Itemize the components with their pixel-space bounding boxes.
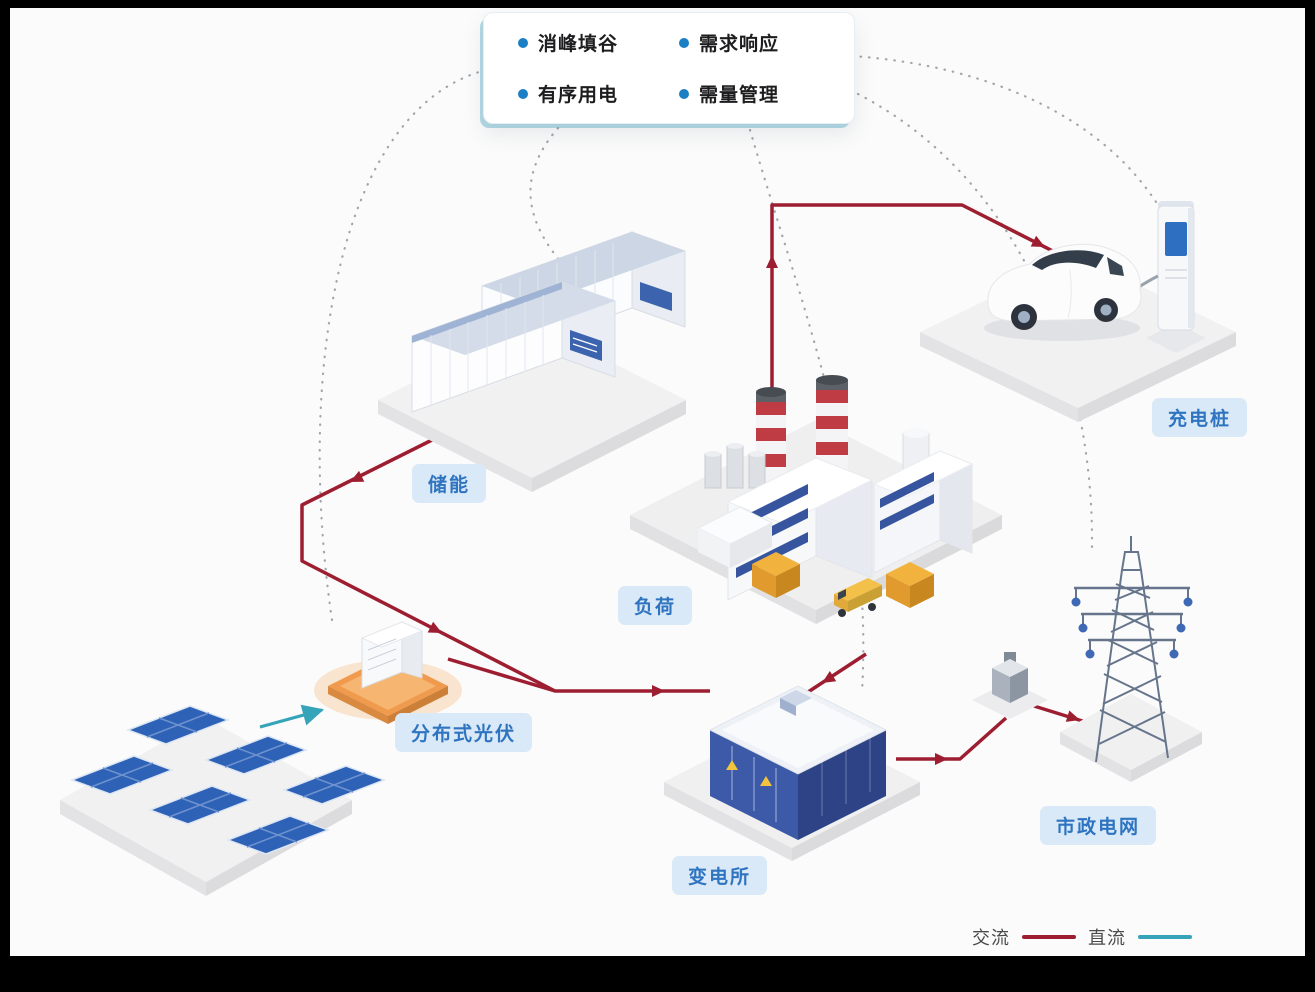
dotted-link-pv	[318, 68, 488, 622]
diagram-canvas: 消峰填谷 需求响应 有序用电 需量管理 储能 充电桩 负荷 分布式光伏 变电所 …	[10, 8, 1305, 956]
legend-ac-line	[1022, 935, 1076, 939]
node-label-substation: 变电所	[672, 856, 768, 895]
inverter-box-icon	[360, 621, 424, 689]
ac-line-factory-substation	[801, 652, 867, 698]
node-label-storage: 储能	[412, 464, 487, 503]
dotted-link-storage	[529, 126, 568, 270]
ac-line-inverter-join	[447, 657, 556, 693]
substation-illustration	[664, 685, 920, 861]
legend-ac-label: 交流	[972, 928, 1010, 948]
feature-item: 需求响应	[679, 29, 840, 56]
legend-dc-line	[1138, 935, 1192, 939]
storage-container-front	[411, 281, 616, 413]
storage-illustration	[378, 231, 686, 492]
node-label-load: 负荷	[618, 586, 693, 625]
bullet-icon	[679, 37, 689, 48]
solar-panel-icon	[69, 705, 387, 855]
transmission-tower-icon	[1074, 536, 1190, 763]
feature-label: 需求响应	[699, 34, 780, 55]
feature-label: 有序用电	[538, 85, 619, 106]
legend: 交流 直流	[972, 924, 1192, 950]
feature-item: 有序用电	[518, 80, 679, 107]
features-card: 消峰填谷 需求响应 有序用电 需量管理	[483, 12, 855, 124]
factory-illustration	[630, 375, 1002, 624]
charging-pile-icon	[1123, 201, 1206, 353]
cargo-crate-icons	[752, 552, 934, 608]
ac-line-storage-loop	[300, 436, 710, 693]
feature-label: 消峰填谷	[538, 34, 619, 55]
diagram-artwork	[60, 54, 1236, 896]
insulator-dots	[1071, 597, 1193, 659]
solar-panels-illustration	[60, 705, 387, 896]
bullet-icon	[518, 37, 528, 48]
dotted-link-charger	[850, 54, 1158, 204]
grid-tower-illustration	[1060, 536, 1202, 782]
node-label-pv: 分布式光伏	[395, 713, 533, 752]
ac-line-top-loop	[770, 203, 1103, 400]
dc-line	[259, 704, 325, 729]
bullet-icon	[679, 88, 689, 99]
feature-item: 需量管理	[679, 80, 840, 107]
feature-label: 需量管理	[699, 85, 780, 106]
ev-charging-illustration	[920, 201, 1236, 422]
dotted-link-substation	[748, 128, 865, 694]
ev-car-icon	[984, 243, 1142, 341]
node-label-charging: 充电桩	[1152, 398, 1248, 437]
dotted-links	[318, 54, 1158, 694]
inverter-illustration	[314, 621, 462, 724]
factory-annex	[696, 506, 774, 568]
ac-lines	[300, 203, 1103, 761]
ac-arrows	[350, 235, 1080, 765]
legend-dc-label: 直流	[1088, 928, 1126, 948]
factory-building-right	[872, 450, 974, 574]
ac-line-substation-transformer	[896, 716, 1008, 761]
node-label-grid: 市政电网	[1040, 806, 1157, 845]
bullet-icon	[518, 88, 528, 99]
truck-icon	[834, 578, 882, 617]
substation-cabinet-icon	[708, 685, 888, 840]
feature-item: 消峰填谷	[518, 29, 679, 56]
pole-transformer-illustration	[972, 652, 1048, 719]
